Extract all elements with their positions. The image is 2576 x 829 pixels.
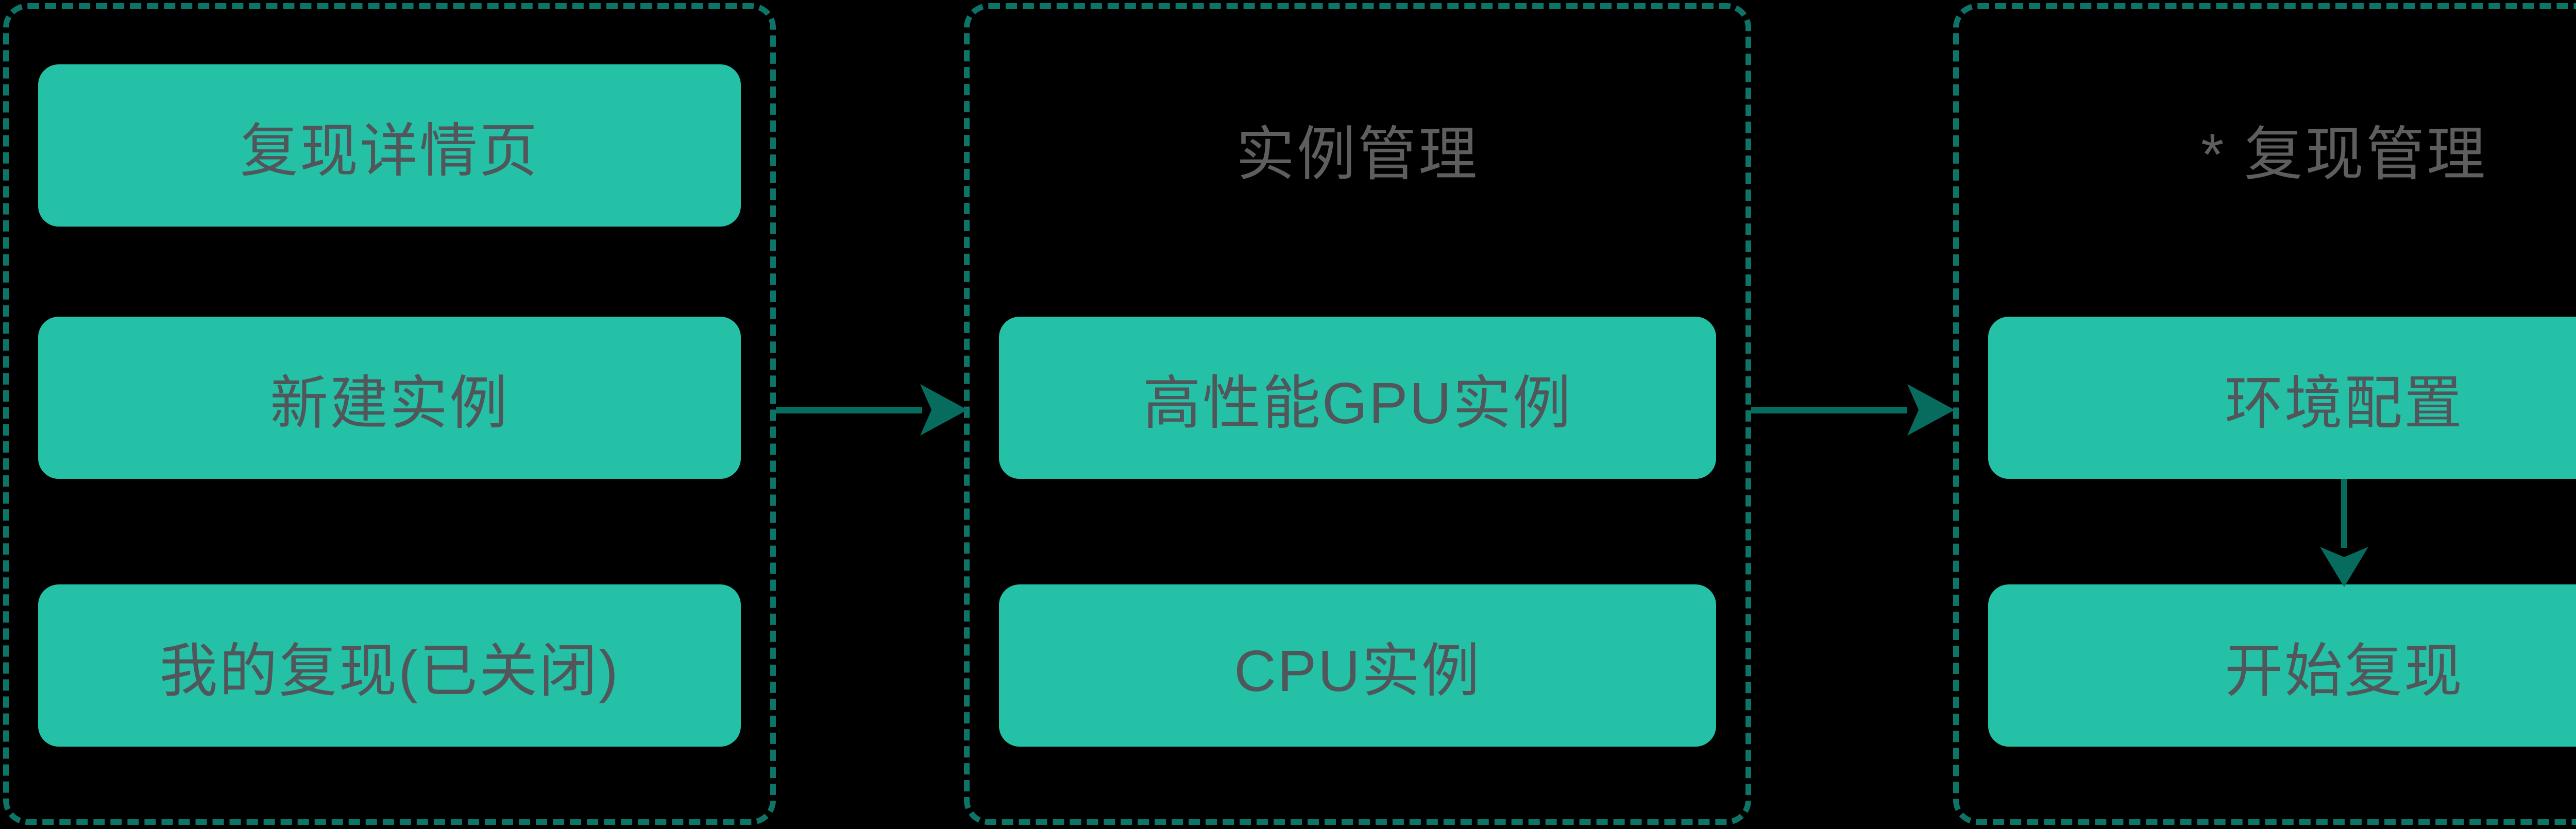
node-repro-detail-page[interactable]: 复现详情页 — [38, 64, 741, 227]
arrow-line — [776, 407, 922, 413]
node-start-repro[interactable]: 开始复现 — [1988, 584, 2576, 747]
arrow-right-icon — [920, 384, 968, 436]
arrow-line — [2341, 479, 2347, 548]
node-high-performance-gpu-instance[interactable]: 高性能GPU实例 — [999, 317, 1716, 479]
arrow-down-icon — [2320, 547, 2368, 587]
group-instance-management: 实例管理 高性能GPU实例 CPU实例 — [964, 3, 1751, 825]
group-repro-management: * 复现管理 环境配置 开始复现 — [1953, 3, 2576, 825]
node-new-instance[interactable]: 新建实例 — [38, 317, 741, 479]
arrow-right-icon — [1907, 384, 1955, 436]
group-title-repro-management: * 复现管理 — [2200, 122, 2488, 187]
node-env-config[interactable]: 环境配置 — [1988, 317, 2576, 479]
group-repro-pages: 复现详情页 新建实例 我的复现(已关闭) — [3, 3, 776, 825]
group-title-instance-management: 实例管理 — [1235, 122, 1479, 187]
node-my-repro-closed[interactable]: 我的复现(已关闭) — [38, 584, 741, 747]
arrow-line — [1751, 407, 1907, 413]
node-cpu-instance[interactable]: CPU实例 — [999, 584, 1716, 747]
